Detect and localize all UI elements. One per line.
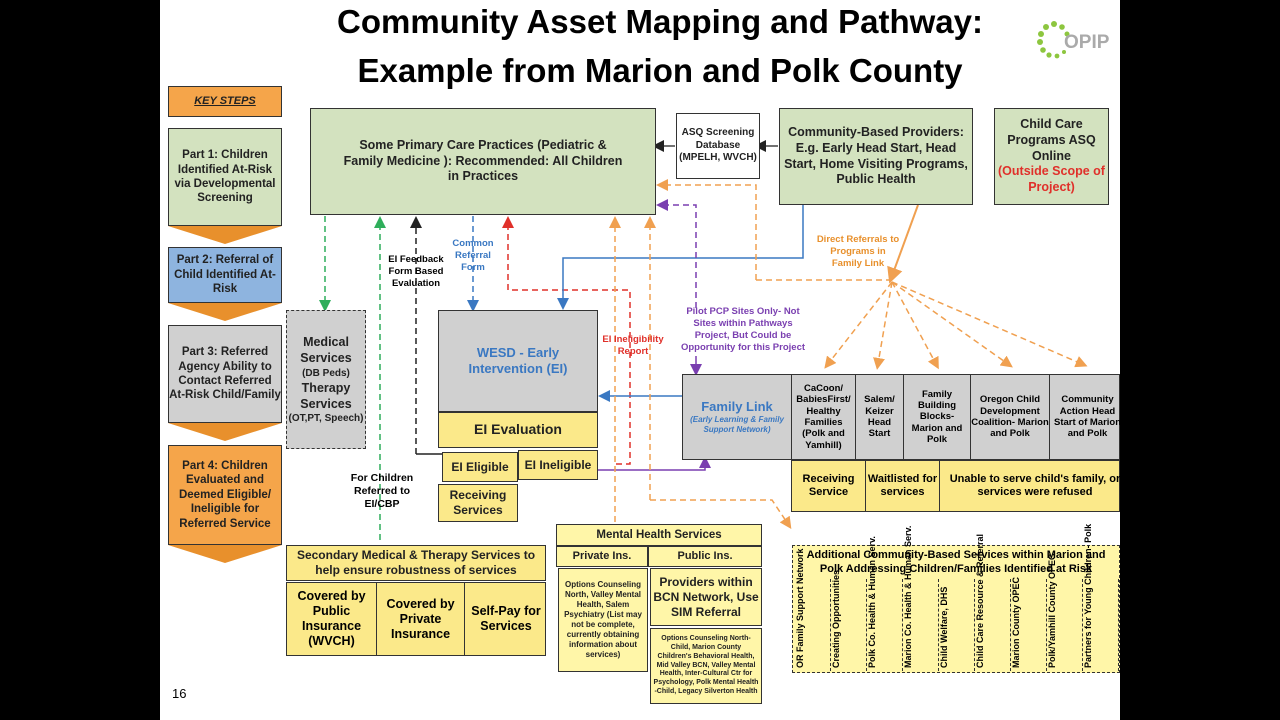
additional-item: Child Welfare, DHS <box>939 579 975 671</box>
title-line-1: Community Asset Mapping and Pathway: <box>336 3 983 40</box>
mental-health-title: Mental Health Services <box>556 524 762 546</box>
family-link-sub: (Early Learning & Family Support Network… <box>690 415 784 435</box>
programs-row: CaCoon/ BabiesFirst/ Healthy Families (P… <box>791 374 1120 460</box>
child-care-scope: (Outside Scope of Project) <box>998 164 1105 194</box>
step-arrow-4 <box>168 545 282 563</box>
medical-services-d: (OT,PT, Speech) <box>288 413 364 424</box>
step-arrow-1 <box>168 226 282 244</box>
step-part-3: Part 3: Referred Agency Ability to Conta… <box>168 325 282 423</box>
program-cacoon: CaCoon/ BabiesFirst/ Healthy Families (P… <box>792 375 856 459</box>
ei-evaluation-box: EI Evaluation <box>438 412 598 448</box>
additional-item: OR Family Support Network <box>795 548 831 671</box>
family-link-outcomes: Receiving Service Waitlisted for service… <box>791 460 1120 512</box>
mh-bcn-box: Providers within BCN Network, Use SIM Re… <box>650 568 762 626</box>
outcome-unable: Unable to serve child's family, or servi… <box>949 472 1120 498</box>
pilot-pcp-label: Pilot PCP Sites Only- Not Sites within P… <box>680 306 806 353</box>
wesd-box: WESD - Early Intervention (EI) <box>438 310 598 412</box>
mh-public-header: Public Ins. <box>648 546 762 567</box>
additional-item: Partners for Young Children- Polk <box>1083 524 1119 671</box>
secondary-columns: Covered by Public Insurance (WVCH) Cover… <box>286 582 546 656</box>
ei-feedback-label: EI Feedback Form Based Evaluation <box>388 254 444 289</box>
title-line-2: Example from Marion and Polk County <box>357 52 963 89</box>
slide: Community Asset Mapping and Pathway: Exa… <box>160 0 1120 720</box>
step-part-2: Part 2: Referral of Child Identified At-… <box>168 247 282 303</box>
family-link-box: Family Link (Early Learning & Family Sup… <box>682 374 792 460</box>
connector-lines <box>319 140 1088 540</box>
step-part-1: Part 1: Children Identified At-Risk via … <box>168 128 282 226</box>
additional-item: Marion Co. Health & Human Serv. <box>903 526 939 671</box>
opip-logo: OPIP <box>1034 18 1120 62</box>
secondary-self-pay: Self-Pay for Services <box>471 604 541 633</box>
mh-private-header: Private Ins. <box>556 546 648 567</box>
mh-private-text: Options Counseling North, Valley Mental … <box>558 568 648 672</box>
additional-item: Polk Co. Health & Human Serv. <box>867 536 903 671</box>
medical-services-b: (DB Peds) <box>302 367 350 379</box>
secondary-title-box: Secondary Medical & Therapy Services to … <box>286 545 546 581</box>
program-ocdc: Oregon Child Development Coalition- Mari… <box>971 375 1050 459</box>
step-arrow-2 <box>168 303 282 321</box>
direct-referrals-label: Direct Referrals to Programs in Family L… <box>816 234 900 269</box>
outcome-receiving: Receiving Service <box>792 461 866 511</box>
child-care-text: Child Care Programs ASQ Online <box>1007 117 1096 163</box>
page-number: 16 <box>172 686 187 701</box>
step-arrow-3 <box>168 423 282 441</box>
secondary-public: Covered by Public Insurance (WVCH) <box>287 583 377 655</box>
program-salem-keizer: Salem/ Keizer Head Start <box>856 375 904 459</box>
common-referral-label: Common Referral Form <box>452 238 494 273</box>
additional-item: Polk/Yamhill County OPEC <box>1047 553 1083 671</box>
step-part-4: Part 4: Children Evaluated and Deemed El… <box>168 445 282 545</box>
program-community-action: Community Action Head Start of Marion an… <box>1053 394 1120 440</box>
for-children-label: For Children Referred to EI/CBP <box>350 472 414 511</box>
key-steps-header: KEY STEPS <box>168 86 282 117</box>
outcome-waitlisted: Waitlisted for services <box>866 461 940 511</box>
logo-text: OPIP <box>1064 32 1110 53</box>
secondary-private: Covered by Private Insurance <box>377 583 465 655</box>
child-care-box: Child Care Programs ASQ Online (Outside … <box>994 108 1109 205</box>
additional-item: Marion County OPEC <box>1011 577 1047 671</box>
ei-eligible-box: EI Eligible <box>442 452 518 482</box>
medical-services-c: Therapy Services <box>300 380 352 411</box>
ei-ineligibility-label: EI Ineligibility Report <box>602 334 664 357</box>
asq-database-box: ASQ Screening Database (MPELH, WVCH) <box>676 113 760 179</box>
additional-item: Creating Opportunities <box>831 570 867 671</box>
mh-public-text: Options Counseling North- Child, Marion … <box>650 628 762 704</box>
medical-services-a: Medical Services <box>300 335 352 366</box>
medical-services-box: Medical Services (DB Peds) Therapy Servi… <box>286 310 366 449</box>
ei-ineligible-box: EI Ineligible <box>518 450 598 480</box>
additional-item: Child Care Resource & Referral <box>975 534 1011 671</box>
community-providers-box: Community-Based Providers: E.g. Early He… <box>779 108 973 205</box>
additional-title: Additional Community-Based Services with… <box>806 548 1106 575</box>
family-link-title: Family Link <box>701 398 773 414</box>
logo-ring-icon <box>1037 21 1070 59</box>
program-family-building: Family Building Blocks- Marion and Polk <box>904 375 971 459</box>
primary-care-box: Some Primary Care Practices (Pediatric &… <box>310 108 656 215</box>
receiving-services-box: Receiving Services <box>438 484 518 522</box>
additional-items-row: OR Family Support Network Creating Oppor… <box>795 524 1119 671</box>
additional-services-box: Additional Community-Based Services with… <box>792 524 1120 673</box>
